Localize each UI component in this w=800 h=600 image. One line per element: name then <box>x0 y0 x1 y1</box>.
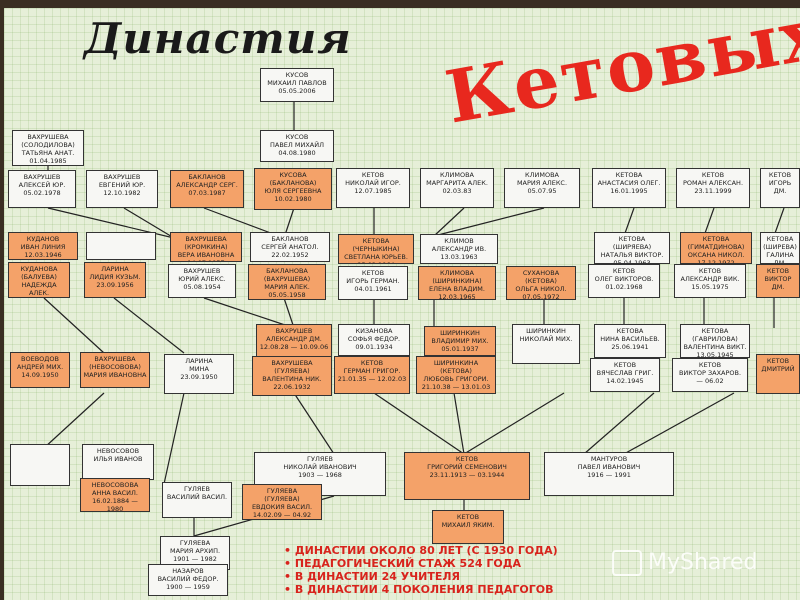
person-box: КЕТОВ ИГОРЬ ГЕРМАН. 04.01.1961 <box>338 266 408 300</box>
watermark-logo-icon <box>612 550 642 576</box>
watermark: MyShared <box>612 550 757 576</box>
person-box: КЕТОВА (ШИРЕВА) ГАЛИНА ДМ. <box>760 232 800 264</box>
person-box: КЕТОВ ДМИТРИЙ <box>756 354 800 394</box>
person-box: КЛИМОВ АЛЕКСАНДР ИВ. 13.03.1963 <box>420 234 498 264</box>
person-box: КЕТОВА (ГАВРИЛОВА) ВАЛЕНТИНА ВИКТ. 13.05… <box>680 324 750 358</box>
person-box: КЕТОВ ОЛЕГ ВИКТОРОВ. 01.02.1968 <box>588 264 660 298</box>
person-box: ВАХРУШЕВА (НЕВОСОВОВА) МАРИЯ ИВАНОВНА <box>80 352 150 388</box>
person-box: ВАХРУШЕВ ЮРИЙ АЛЕКС. 05.08.1954 <box>168 264 236 298</box>
person-box: КЕТОВА (ЧЕРНЫКИНА) СВЕТЛАНА ЮРЬЕВ. 25.02… <box>338 234 414 264</box>
person-box <box>10 444 70 486</box>
person-box: БАКЛАНОВА (ВАХРУШЕВА) МАРИЯ АЛЕК. 05.05.… <box>248 264 326 300</box>
person-box: ВАХРУШЕВА (СОЛОДИЛОВА) ТАТЬЯНА АНАТ. 01.… <box>12 130 84 166</box>
person-box: КЕТОВ ГЕРМАН ГРИГОР. 21.01.35 — 12.02.03 <box>334 356 410 394</box>
dynasty-facts: • ДИНАСТИИ ОКОЛО 80 ЛЕТ (С 1930 ГОДА) • … <box>284 544 558 596</box>
person-box: КЕТОВ НИКОЛАЙ ИГОР. 12.07.1985 <box>336 168 410 208</box>
person-box: БАКЛАНОВ СЕРГЕЙ АНАТОЛ. 22.02.1952 <box>250 232 330 262</box>
person-box: КЕТОВ АЛЕКСАНДР ВИК. 15.05.1975 <box>674 264 746 298</box>
person-box: КУДАНОВ ИВАН ЛИНИЯ 12.03.1946 <box>8 232 78 260</box>
person-box: КЛИМОВА МАРИЯ АЛЕКС. 05.07.95 <box>504 168 580 208</box>
person-box: КЕТОВА АНАСТАСИЯ ОЛЕГ. 16.01.1995 <box>592 168 666 208</box>
person-box: ВАХРУШЕВ АЛЕКСАНДР ДМ. 12.08.28 — 10.09.… <box>256 324 332 358</box>
person-box: НЕВОСОВОВ ИЛЬЯ ИВАНОВ <box>82 444 154 480</box>
person-box: КЕТОВ ВЯЧЕСЛАВ ГРИГ. 14.02.1945 <box>590 358 660 392</box>
family-tree-poster: Династия Кетовых КУСОВ МИХАИЛ ПАВЛОВ 05.… <box>4 0 800 600</box>
person-box: НЕВОСОВОВА АННА ВАСИЛ. 16.02.1884 — 1980 <box>80 478 150 512</box>
person-box: ЛАРИНА МИНА 23.09.1950 <box>164 354 234 394</box>
person-box: КЕТОВА (ШИРЯЕВА) НАТАЛЬЯ ВИКТОР. 05.04.1… <box>594 232 670 264</box>
person-box: БАКЛАНОВ АЛЕКСАНДР СЕРГ. 07.03.1987 <box>170 170 244 208</box>
fact-line: • ДИНАСТИИ ОКОЛО 80 ЛЕТ (С 1930 ГОДА) <box>284 544 558 557</box>
person-box: ВАХРУШЕВА (КРОМКИНА) ВЕРА ИВАНОВНА 14.07… <box>170 232 242 262</box>
person-box: СУХАНОВА (КЕТОВА) ОЛЬГА НИКОЛ. 07.05.197… <box>506 266 576 300</box>
person-box: КЕТОВА (ГИМАТДИНОВА) ОКСАНА НИКОЛ. 17.12… <box>680 232 752 264</box>
person-box: КЛИМОВА МАРГАРИТА АЛЕК. 02.03.83 <box>420 168 494 208</box>
person-box: КЕТОВ ИГОРЬ ДМ. <box>760 168 800 208</box>
person-box: КЕТОВ МИХАИЛ ЯКИМ. <box>432 510 504 544</box>
person-box: ШИРИНКИН НИКОЛАЙ МИХ. <box>512 324 580 364</box>
person-box: ВАХРУШЕВ АЛЕКСЕЙ ЮР. 05.02.1978 <box>8 170 76 208</box>
person-box: ВАХРУШЕВ ЕВГЕНИЙ ЮР. 12.10.1982 <box>86 170 158 208</box>
watermark-text: MyShared <box>648 550 758 575</box>
person-box: КЕТОВ ВИКТОР ЗАХАРОВ. — 06.02 <box>672 358 748 392</box>
person-box: ГУЛЯЕВА (ГУЛЯЕВА) ЕВДОКИЯ ВАСИЛ. 14.02.0… <box>242 484 322 520</box>
person-box: КЕТОВА НИНА ВАСИЛЬЕВ. 25.06.1941 <box>594 324 666 358</box>
person-box: КИЗАНОВА СОФЬЯ ФЕДОР. 09.01.1934 <box>338 324 410 356</box>
poster-title-left: Династия <box>84 14 352 63</box>
person-box: ВАХРУШЕВА (ГУЛЯЕВА) ВАЛЕНТИНА НИК. 22.06… <box>252 356 332 396</box>
person-box: ШИРИНКИНА (КЕТОВА) ЛЮБОВЬ ГРИГОРИ. 21.10… <box>416 356 496 394</box>
person-box: КУСОВА (БАКЛАНОВА) ЮЛЯ СЕРГЕЕВНА 10.02.1… <box>254 168 332 210</box>
person-box: ВОЕВОДОВ АНДРЕЙ МИХ. 14.09.1950 <box>10 352 70 388</box>
person-box: КУСОВ МИХАИЛ ПАВЛОВ 05.05.2006 <box>260 68 334 102</box>
fact-line: • В ДИНАСТИИ 24 УЧИТЕЛЯ <box>284 570 460 583</box>
person-box: КУДАНОВА (БАЛУЕВА) НАДЕЖДА АЛЕК. 04.06.1… <box>8 262 70 298</box>
person-box: КЕТОВ ГРИГОРИЙ СЕМЕНОВИЧ 23.11.1913 — 03… <box>404 452 530 500</box>
person-box: КЕТОВ ВИКТОР ДМ. <box>756 264 800 298</box>
person-box: МАНТУРОВ ПАВЕЛ ИВАНОВИЧ 1916 — 1991 <box>544 452 674 496</box>
person-box: ШИРИНКИН ВЛАДИМИР МИХ. 05.01.1937 <box>424 326 496 356</box>
person-box: КЛИМОВА (ШИРИНКИНА) ЕЛЕНА ВЛАДИМ. 12.03.… <box>418 266 496 300</box>
fact-line: • ПЕДАГОГИЧЕСКИЙ СТАЖ 524 ГОДА <box>284 557 522 570</box>
person-box: НАЗАРОВ ВАСИЛИЙ ФЕДОР. 1900 — 1959 <box>148 564 228 596</box>
person-box: ГУЛЯЕВ ВАСИЛИЙ ВАСИЛ. <box>162 482 232 518</box>
person-box: КЕТОВ РОМАН АЛЕКСАН. 23.11.1999 <box>676 168 750 208</box>
fact-line: • В ДИНАСТИИ 4 ПОКОЛЕНИЯ ПЕДАГОГОВ <box>284 583 554 596</box>
person-box: ЛАРИНА ЛИДИЯ КУЗЬМ. 23.09.1956 <box>84 262 146 298</box>
person-box <box>86 232 156 260</box>
person-box: КУСОВ ПАВЕЛ МИХАЙЛ 04.08.1980 <box>260 130 334 162</box>
